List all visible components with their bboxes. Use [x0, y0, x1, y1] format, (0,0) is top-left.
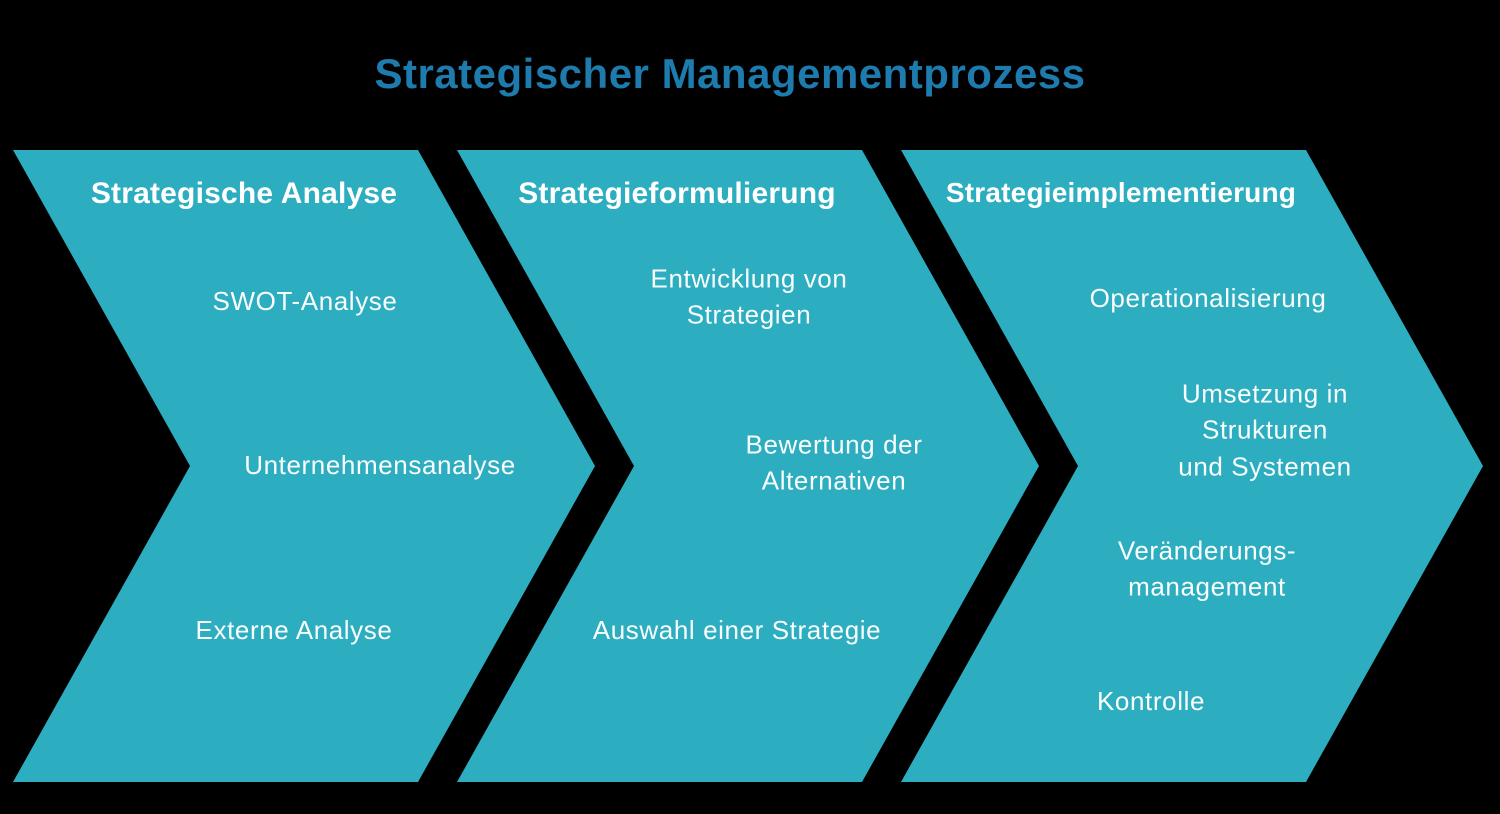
- stage-label-strategieimplementierung: Strategieimplementierung: [945, 177, 1297, 208]
- stage-item-unternehmensanalyse: Unternehmensanalyse: [244, 449, 516, 480]
- stage-item-umsetzung-in-strukturen-und-systemen: Umsetzung in Strukturen und Systemen: [1178, 378, 1352, 482]
- stage-item-swot-analyse: SWOT-Analyse: [212, 285, 398, 316]
- diagram-title: Strategischer Managementprozess: [374, 50, 1086, 97]
- stage-item-auswahl-einer-strategie: Auswahl einer Strategie: [592, 614, 882, 645]
- stage-label-strategische-analyse: Strategische Analyse: [90, 177, 398, 210]
- stage-item-operationalisierung: Operationalisierung: [1089, 282, 1327, 313]
- stage-item-veraenderungsmanagement: Veränderungs- management: [1117, 535, 1297, 602]
- stage-item-entwicklung-von-strategien: Entwicklung von Strategien: [650, 263, 848, 330]
- stage-item-kontrolle: Kontrolle: [1096, 685, 1206, 716]
- stage-arrow-strategische-analyse: Strategische Analyse SWOT-Analyse Untern…: [13, 150, 595, 782]
- stage-label-strategieformulierung: Strategieformulierung: [518, 177, 836, 210]
- stage-item-bewertung-der-alternativen: Bewertung der Alternativen: [745, 429, 923, 496]
- stage-item-externe-analyse: Externe Analyse: [195, 614, 393, 645]
